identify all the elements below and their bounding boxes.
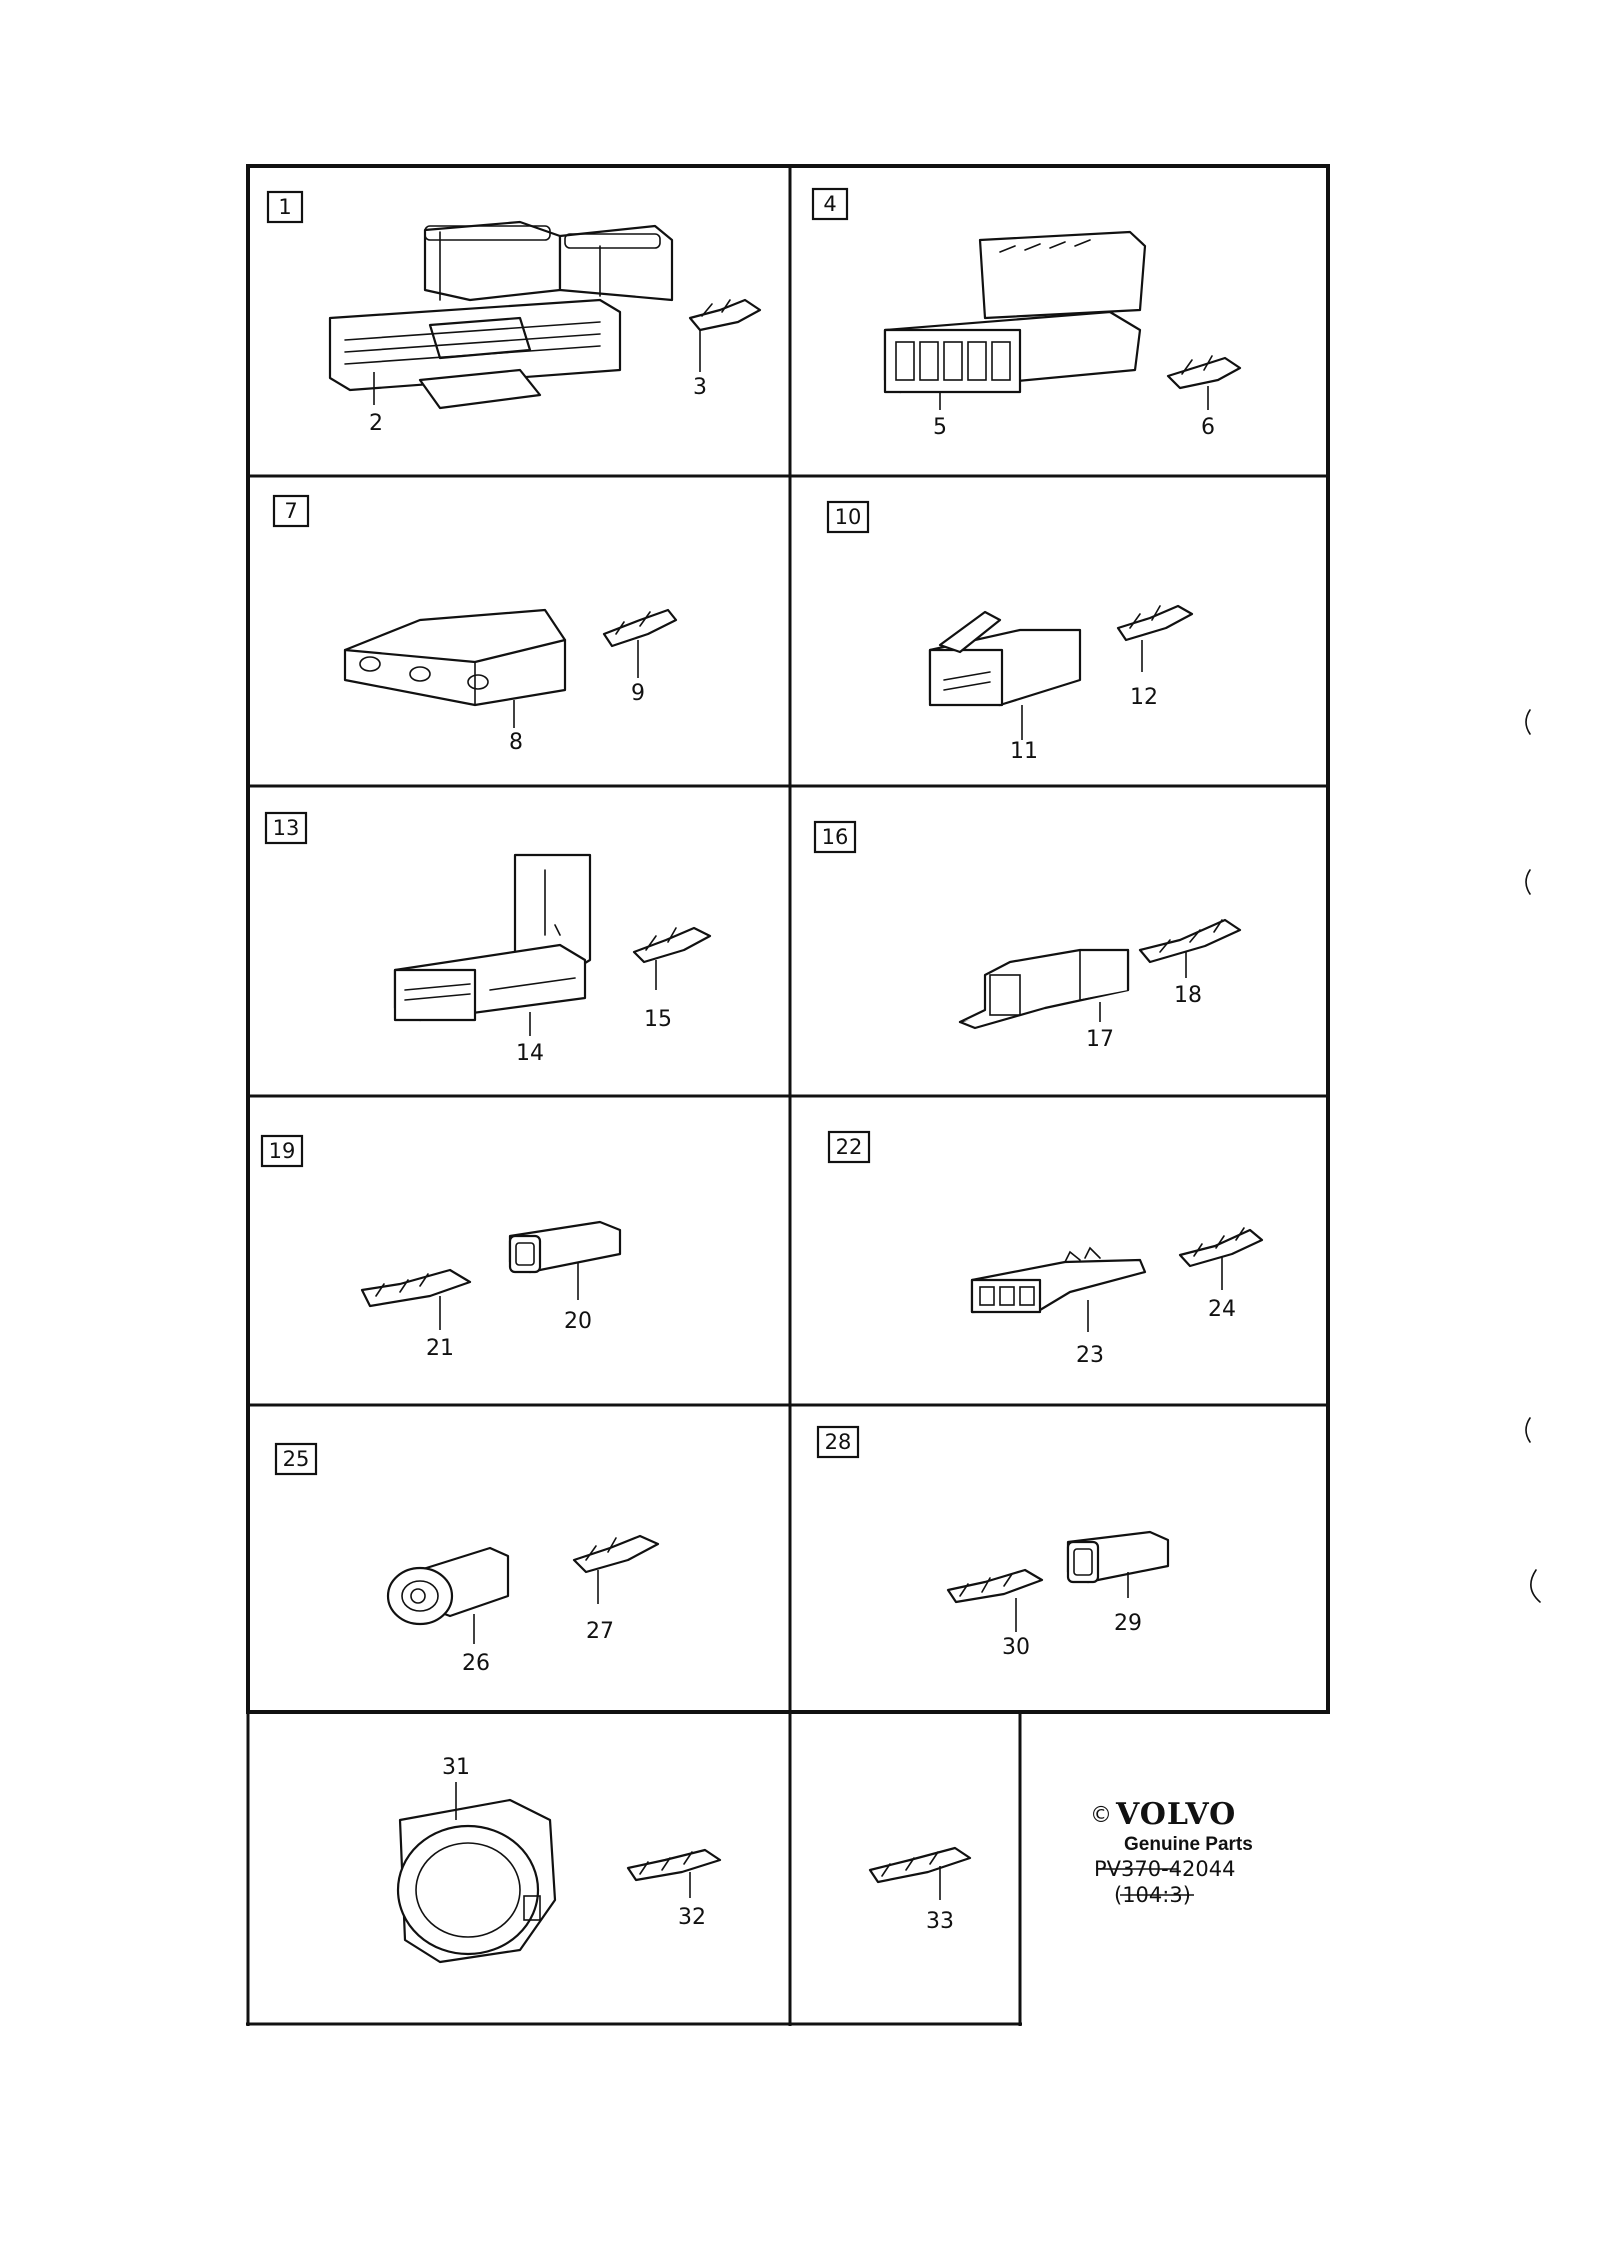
part-number-label: 12 xyxy=(1130,685,1158,710)
part-number-label: 26 xyxy=(462,1651,490,1676)
group-number-box: 22 xyxy=(836,1135,863,1159)
connector-housing-illustration xyxy=(343,608,567,707)
volvo-brand-logo: VOLVO xyxy=(1115,1797,1236,1832)
panel-group-10: 10 11 12 xyxy=(826,500,1194,764)
terminal-pin-illustration xyxy=(946,1568,1044,1604)
group-number-box: 1 xyxy=(278,195,291,219)
bracket-connector-illustration xyxy=(393,853,592,1022)
panel-group-1: 1 2 3 xyxy=(266,190,762,436)
group-number-box: 10 xyxy=(835,505,862,529)
panel-group-13: 13 14 15 xyxy=(264,811,712,1066)
terminal-pin-illustration xyxy=(868,1846,972,1884)
terminal-pin-illustration xyxy=(1116,604,1194,642)
terminal-pin-illustration xyxy=(1138,918,1242,964)
group-number-box: 28 xyxy=(825,1430,852,1454)
part-number-label: 17 xyxy=(1086,1027,1114,1052)
terminal-pin-illustration xyxy=(572,1534,660,1574)
connector-housing-illustration xyxy=(928,610,1082,707)
terminal-pin-illustration xyxy=(632,926,712,964)
part-number-label: 29 xyxy=(1114,1611,1142,1636)
terminal-pin-illustration xyxy=(360,1268,472,1308)
panel-group-31: 31 32 xyxy=(396,1755,722,1964)
part-number-label: 23 xyxy=(1076,1343,1104,1368)
connector-housing-illustration xyxy=(958,948,1130,1030)
volvo-logo-block: © VOLVO Genuine Parts PV370-42044 (104:3… xyxy=(1090,1797,1253,1907)
terminal-pin-illustration xyxy=(626,1848,722,1882)
multi-pin-connector-illustration xyxy=(328,220,674,410)
panel-group-33: 33 xyxy=(868,1846,972,1934)
terminal-pin-illustration xyxy=(1178,1227,1264,1268)
panel-group-28: 28 30 29 xyxy=(816,1425,1170,1660)
copyright-symbol: © xyxy=(1090,1803,1112,1828)
collar-ring-illustration xyxy=(396,1798,557,1964)
part-number-label: 14 xyxy=(516,1041,544,1066)
grid-frame xyxy=(246,164,1330,2026)
group-number-box: 7 xyxy=(284,499,297,523)
panel-group-25: 25 26 27 xyxy=(274,1442,660,1676)
part-number-label: 20 xyxy=(564,1309,592,1334)
part-number-label: 9 xyxy=(631,681,645,706)
part-number-label: 31 xyxy=(442,1755,470,1780)
terminal-pin-illustration xyxy=(688,298,762,332)
single-pin-housing-illustration xyxy=(508,1220,622,1274)
panel-group-16: 16 17 18 xyxy=(813,820,1242,1052)
panel-group-19: 19 21 20 xyxy=(260,1134,622,1361)
part-number-label: 24 xyxy=(1208,1297,1236,1322)
group-number-box: 25 xyxy=(283,1447,310,1471)
part-number-label: 27 xyxy=(586,1619,614,1644)
part-number-label: 33 xyxy=(926,1909,954,1934)
part-number-label: 8 xyxy=(509,730,523,755)
round-connector-illustration xyxy=(386,1546,510,1626)
genuine-parts-label: Genuine Parts xyxy=(1124,1834,1253,1855)
part-number-label: 2 xyxy=(369,411,383,436)
connector-housing-illustration xyxy=(970,1246,1147,1314)
part-number-label: 6 xyxy=(1201,415,1215,440)
group-number-box: 4 xyxy=(823,192,836,216)
multi-pin-connector-illustration xyxy=(883,230,1147,394)
single-pin-housing-illustration xyxy=(1066,1530,1170,1584)
group-number-box: 16 xyxy=(822,825,849,849)
terminal-pin-illustration xyxy=(602,608,678,648)
part-number-label: 3 xyxy=(693,375,707,400)
terminal-pin-illustration xyxy=(1166,355,1242,390)
part-number-label: 32 xyxy=(678,1905,706,1930)
group-number-box: 13 xyxy=(273,816,300,840)
binder-hole-marks xyxy=(1525,709,1541,1603)
part-number-label: 30 xyxy=(1002,1635,1030,1660)
panel-group-22: 22 23 24 xyxy=(827,1130,1264,1368)
part-number-label: 18 xyxy=(1174,983,1202,1008)
panel-group-7: 7 8 9 xyxy=(272,494,678,755)
part-number-label: 15 xyxy=(644,1007,672,1032)
part-number-label: 5 xyxy=(933,415,947,440)
part-number-label: 11 xyxy=(1010,739,1038,764)
panel-group-4: 4 5 6 xyxy=(811,187,1242,440)
group-number-box: 19 xyxy=(269,1139,296,1163)
part-number-label: 21 xyxy=(426,1336,454,1361)
